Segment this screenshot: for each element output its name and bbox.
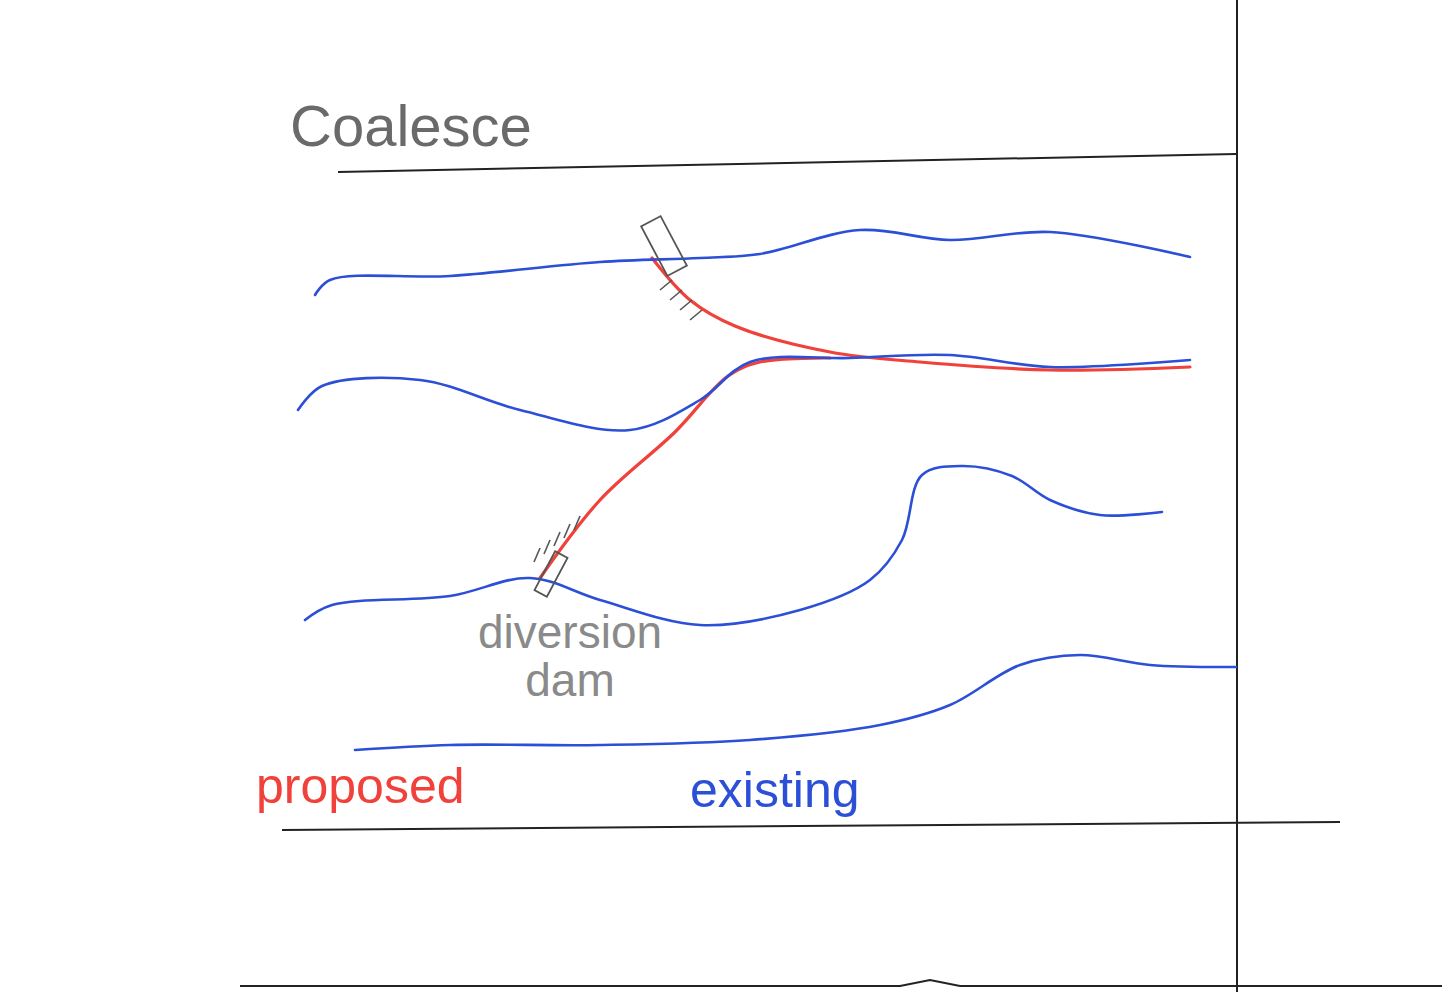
dam-hatch bbox=[660, 280, 672, 290]
dam-hatch bbox=[670, 290, 682, 300]
dam-hatch bbox=[680, 300, 692, 310]
proposed-label: proposed bbox=[256, 760, 516, 813]
dam-hatch bbox=[564, 524, 570, 538]
dam-hatch bbox=[554, 532, 560, 546]
dam-hatch bbox=[534, 548, 540, 562]
existing-stream bbox=[298, 355, 1190, 431]
dam-symbol bbox=[534, 551, 567, 596]
existing-stream bbox=[305, 466, 1162, 625]
dam-hatch bbox=[690, 310, 702, 320]
dam-hatch bbox=[544, 540, 550, 554]
proposed-channel bbox=[652, 258, 1190, 370]
dam-hatch bbox=[574, 516, 580, 530]
frame-line bbox=[240, 980, 1442, 986]
dam-symbol bbox=[641, 216, 687, 276]
sketch-title: Coalesce bbox=[290, 96, 532, 157]
existing-stream bbox=[355, 655, 1236, 750]
dam-label: diversion dam bbox=[440, 608, 700, 705]
proposed-channel bbox=[540, 358, 830, 578]
frame-line bbox=[1236, 0, 1238, 992]
existing-label: existing bbox=[690, 764, 950, 817]
frame-line bbox=[282, 822, 1340, 830]
existing-stream bbox=[315, 230, 1190, 295]
